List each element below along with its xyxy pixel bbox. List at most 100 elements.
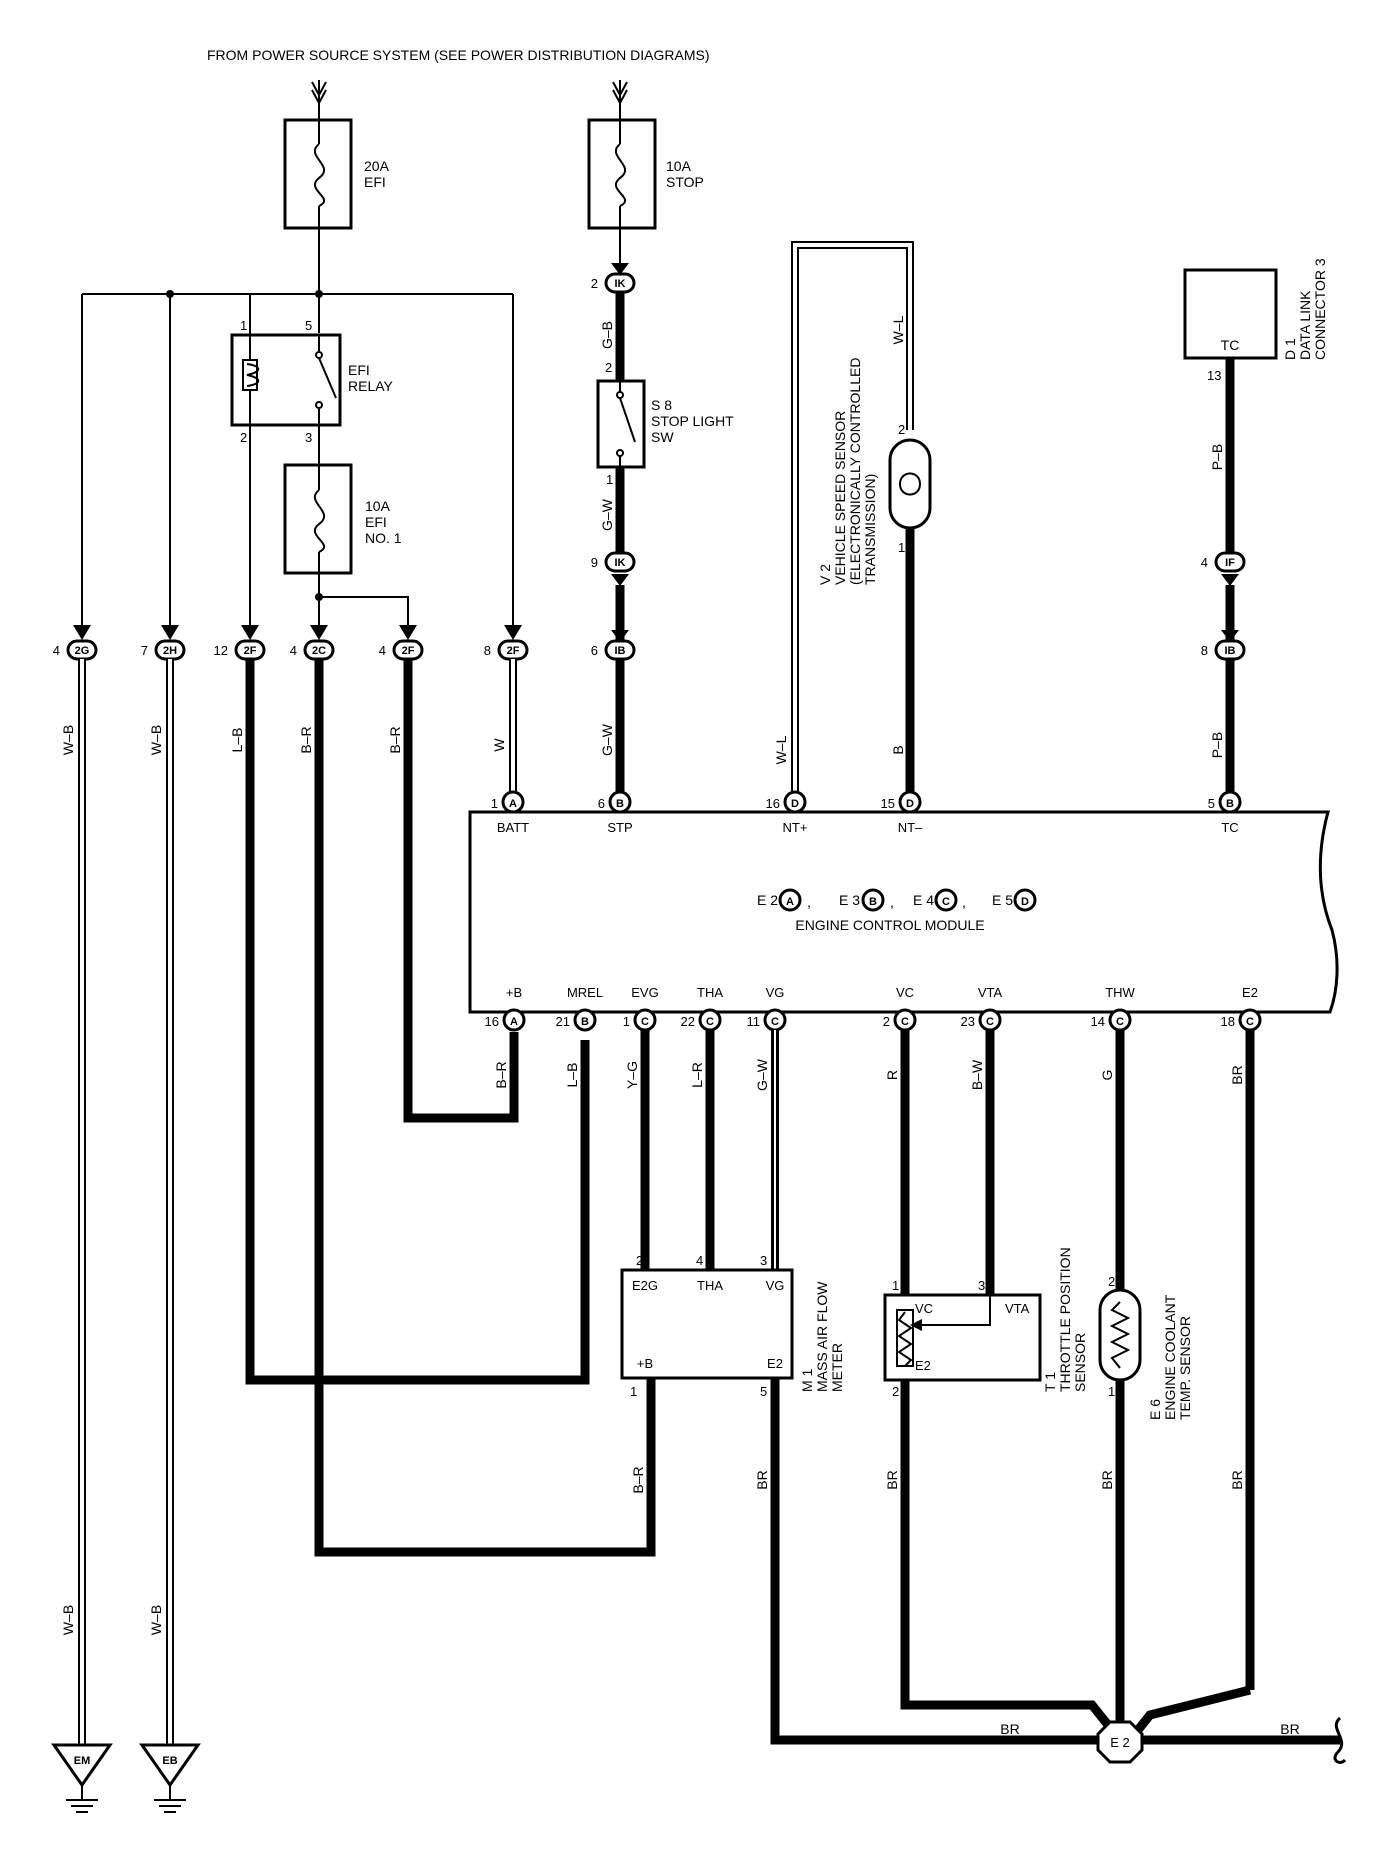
svg-text:2F: 2F bbox=[507, 645, 520, 657]
svg-text:1: 1 bbox=[623, 1014, 630, 1029]
svg-text:THA: THA bbox=[697, 1278, 723, 1293]
svg-text:1: 1 bbox=[630, 1384, 637, 1399]
svg-text:VC: VC bbox=[915, 1301, 933, 1316]
svg-text:2: 2 bbox=[883, 1014, 890, 1029]
svg-text:EB: EB bbox=[162, 1755, 177, 1767]
svg-text:8: 8 bbox=[1201, 643, 1208, 658]
connector-ib-8: 8 IB bbox=[1201, 639, 1246, 661]
ecm-grounds: E 2 A , E 3 B , E 4 C , E 5 D bbox=[757, 888, 1037, 912]
stop-sw-id: S 8 bbox=[651, 397, 672, 413]
svg-text:IK: IK bbox=[615, 557, 626, 569]
svg-text:E 3: E 3 bbox=[839, 892, 860, 908]
wire-l-b-top: L–B bbox=[229, 728, 245, 753]
svg-text:A: A bbox=[509, 798, 517, 810]
svg-text:14: 14 bbox=[1091, 1014, 1105, 1029]
svg-text:THA: THA bbox=[697, 985, 723, 1000]
wire-b-r-maf: B–R bbox=[630, 1466, 646, 1493]
efi-no1-output-wire bbox=[315, 573, 409, 635]
svg-text:E 2: E 2 bbox=[757, 892, 778, 908]
data-link-connector: TC D 1 DATA LINK CONNECTOR 3 13 P–B 4 IF… bbox=[1183, 258, 1328, 795]
engine-coolant-temp-sensor: 2 1 E 6 ENGINE COOLANT TEMP. SENSOR BR bbox=[1098, 1274, 1193, 1722]
wire-p-b-ecm: P–B bbox=[1209, 732, 1225, 758]
svg-text:2C: 2C bbox=[312, 645, 326, 657]
svg-text:MREL: MREL bbox=[567, 985, 603, 1000]
connector-2f-12: 12 2F bbox=[214, 639, 266, 661]
svg-text:2: 2 bbox=[1108, 1274, 1115, 1289]
svg-text:SENSOR: SENSOR bbox=[1072, 1333, 1088, 1392]
svg-text:D: D bbox=[906, 798, 914, 810]
svg-text:BATT: BATT bbox=[497, 820, 529, 835]
wire-g-w-vg: G–W bbox=[754, 1058, 770, 1091]
ground-e2-joint: E 2 BR BR BR bbox=[1000, 1470, 1347, 1764]
stop-circuit: 2 IK G–B 2 S 8 STOP LIGHT SW 1 G–W 9 IK … bbox=[591, 228, 734, 795]
svg-text:6: 6 bbox=[591, 643, 598, 658]
mass-air-flow-meter: 2 4 3 E2G THA VG +B E2 1 5 M 1 MASS AIR … bbox=[620, 1253, 845, 1399]
svg-text:C: C bbox=[986, 1016, 994, 1028]
svg-text:E2G: E2G bbox=[632, 1278, 658, 1293]
svg-text:B: B bbox=[581, 1016, 589, 1028]
svg-text:21: 21 bbox=[556, 1014, 570, 1029]
vss-pin-1: 1 bbox=[898, 540, 905, 555]
fuse-efi1-number: NO. 1 bbox=[365, 530, 402, 546]
wire-w: W bbox=[491, 738, 507, 752]
svg-text:THROTTLE POSITION: THROTTLE POSITION bbox=[1057, 1247, 1073, 1392]
svg-text:A: A bbox=[786, 896, 794, 908]
svg-text:E 5: E 5 bbox=[992, 892, 1013, 908]
svg-text:METER: METER bbox=[829, 1343, 845, 1392]
wire-b-r-2f: B–R bbox=[387, 726, 403, 753]
wire-br-ect: BR bbox=[1099, 1470, 1115, 1489]
svg-text:C: C bbox=[771, 1016, 779, 1028]
connector-2h: 7 2H bbox=[141, 639, 186, 661]
svg-text:C: C bbox=[641, 1016, 649, 1028]
wire-b-w: B–W bbox=[969, 1059, 985, 1090]
svg-text:B: B bbox=[1226, 798, 1234, 810]
svg-text:IF: IF bbox=[1225, 557, 1235, 569]
wire-w-b-4: W–B bbox=[148, 1605, 164, 1635]
vss-pin-2: 2 bbox=[898, 422, 905, 437]
left-vertical-wires: W–B W–B W–B W–B L–B B–R B–R W bbox=[60, 659, 656, 1745]
dlc-name-1: DATA LINK bbox=[1297, 290, 1313, 360]
wire-b-vss: B bbox=[890, 745, 906, 754]
svg-text:VTA: VTA bbox=[978, 985, 1003, 1000]
stop-sw-pin-1: 1 bbox=[606, 472, 613, 487]
svg-text:2: 2 bbox=[591, 276, 598, 291]
wire-w-l-left: W–L bbox=[773, 735, 789, 764]
fuse-efi1-rating: 10A bbox=[365, 498, 391, 514]
wire-br-gnd-right: BR bbox=[1280, 1721, 1299, 1737]
connector-2f-8: 8 2F bbox=[484, 639, 529, 661]
wire-g-thw: G bbox=[1099, 1070, 1115, 1081]
svg-text:1: 1 bbox=[491, 796, 498, 811]
svg-text:2F: 2F bbox=[244, 645, 257, 657]
svg-text:8: 8 bbox=[484, 643, 491, 658]
svg-text:16: 16 bbox=[766, 796, 780, 811]
relay-pin-3: 3 bbox=[305, 430, 312, 445]
svg-text:,: , bbox=[962, 894, 966, 910]
svg-text:1: 1 bbox=[892, 1278, 899, 1293]
svg-text:IB: IB bbox=[1225, 645, 1236, 657]
svg-text:C: C bbox=[942, 896, 950, 908]
svg-text:,: , bbox=[807, 894, 811, 910]
maf-output-wires: B–R BR bbox=[630, 1378, 1112, 1745]
svg-text:11: 11 bbox=[747, 1014, 761, 1029]
svg-text:,: , bbox=[890, 894, 894, 910]
connector-2g: 4 2G bbox=[53, 639, 98, 661]
wire-g-b: G–B bbox=[599, 321, 615, 349]
vehicle-speed-sensor: W–L 2 1 B W–L V 2 VEHICLE SPEED SENSOR (… bbox=[773, 241, 932, 795]
connector-entry-arrows bbox=[73, 625, 522, 640]
svg-text:15: 15 bbox=[881, 796, 895, 811]
svg-text:EM: EM bbox=[74, 1755, 91, 1767]
top-bus-wire bbox=[81, 228, 514, 635]
svg-text:1: 1 bbox=[1108, 1384, 1115, 1399]
vss-id: V 2 bbox=[817, 564, 833, 585]
svg-text:STP: STP bbox=[607, 820, 632, 835]
svg-text:18: 18 bbox=[1221, 1014, 1235, 1029]
ground-e2-label: E 2 bbox=[1110, 1735, 1130, 1750]
svg-text:IK: IK bbox=[615, 278, 626, 290]
svg-text:E2: E2 bbox=[1242, 985, 1258, 1000]
wire-w-b-2: W–B bbox=[148, 725, 164, 755]
svg-text:4: 4 bbox=[379, 643, 386, 658]
svg-text:T 1: T 1 bbox=[1042, 1372, 1058, 1392]
svg-text:4: 4 bbox=[1201, 555, 1208, 570]
connector-ib-6: 6 IB bbox=[591, 639, 636, 661]
